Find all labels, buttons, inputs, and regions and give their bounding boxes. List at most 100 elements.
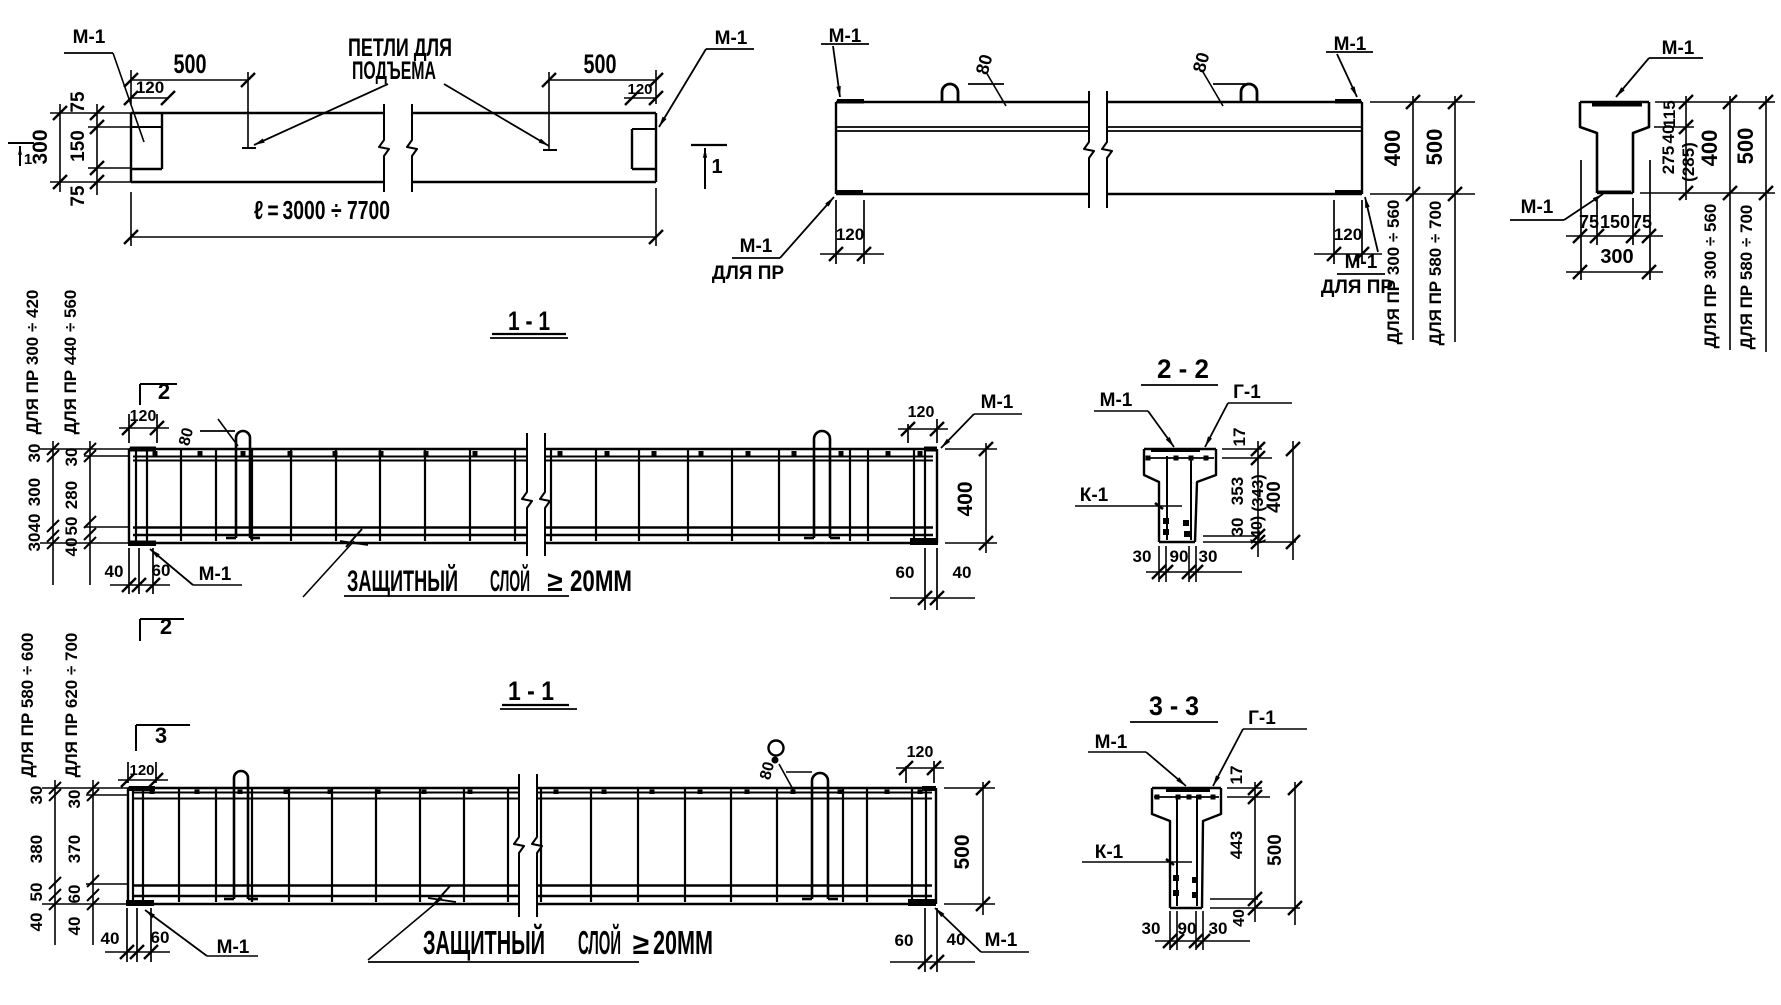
- svg-text:30: 30: [1199, 547, 1218, 566]
- svg-text:275: 275: [1659, 146, 1678, 174]
- svg-text:40: 40: [101, 929, 120, 948]
- svg-text:ЗАЩИТНЫЙ: ЗАЩИТНЫЙ: [423, 923, 545, 961]
- svg-text:120: 120: [129, 762, 154, 779]
- svg-text:СЛОЙ: СЛОЙ: [578, 923, 621, 961]
- svg-text:Г-1: Г-1: [1233, 382, 1261, 403]
- svg-text:К-1: К-1: [1095, 842, 1124, 863]
- svg-text:400: 400: [1264, 481, 1285, 513]
- svg-text:30: 30: [27, 786, 46, 805]
- svg-text:150: 150: [68, 130, 89, 162]
- svg-text:ЗАЩИТНЫЙ: ЗАЩИТНЫЙ: [347, 564, 458, 598]
- svg-text:ДЛЯ ПР 580 ÷ 700: ДЛЯ ПР 580 ÷ 700: [1426, 201, 1445, 346]
- svg-text:ДЛЯ ПР: ДЛЯ ПР: [712, 263, 784, 284]
- svg-text:75: 75: [68, 185, 89, 207]
- svg-text:(343): (343): [1250, 474, 1267, 511]
- svg-text:30: 30: [62, 448, 81, 467]
- svg-text:50: 50: [27, 883, 46, 902]
- svg-text:40: 40: [953, 563, 972, 582]
- svg-text:ℓ = 3000 ÷ 7700: ℓ = 3000 ÷ 7700: [254, 195, 390, 225]
- svg-text:Г-1: Г-1: [1248, 708, 1276, 729]
- svg-text:120: 120: [627, 81, 652, 98]
- svg-text:60: 60: [896, 563, 915, 582]
- svg-text:1: 1: [711, 156, 722, 178]
- svg-text:М-1: М-1: [715, 28, 748, 49]
- svg-text:20ММ: 20ММ: [653, 924, 713, 961]
- svg-text:ДЛЯ ПР 620 ÷ 700: ДЛЯ ПР 620 ÷ 700: [62, 633, 81, 778]
- svg-text:300: 300: [29, 129, 52, 164]
- svg-text:1 - 1: 1 - 1: [508, 676, 554, 706]
- svg-text:30: 30: [1133, 547, 1152, 566]
- svg-text:60: 60: [895, 931, 914, 950]
- svg-text:40: 40: [105, 562, 124, 581]
- svg-text:ДЛЯ ПР 580 ÷ 600: ДЛЯ ПР 580 ÷ 600: [18, 633, 37, 778]
- svg-text:ДЛЯ ПР 300 ÷ 560: ДЛЯ ПР 300 ÷ 560: [1701, 204, 1720, 349]
- svg-text:30: 30: [25, 533, 44, 552]
- svg-text:120: 120: [908, 404, 935, 421]
- svg-text:120: 120: [130, 408, 157, 425]
- svg-text:К-1: К-1: [1080, 485, 1109, 506]
- svg-text:М-1: М-1: [73, 27, 106, 48]
- svg-text:500: 500: [1733, 128, 1758, 165]
- svg-text:280: 280: [62, 481, 81, 509]
- svg-text:50: 50: [62, 517, 81, 536]
- svg-text:М-1: М-1: [1095, 732, 1128, 753]
- svg-text:М-1: М-1: [1662, 38, 1695, 59]
- svg-text:80: 80: [176, 426, 197, 448]
- svg-text:370: 370: [65, 835, 84, 863]
- svg-text:(285): (285): [1679, 142, 1698, 182]
- svg-text:60: 60: [151, 928, 170, 947]
- svg-text:400: 400: [954, 481, 977, 516]
- svg-text:30: 30: [65, 790, 84, 809]
- svg-text:М-1: М-1: [217, 937, 250, 958]
- svg-text:30: 30: [1209, 919, 1228, 938]
- svg-text:500: 500: [951, 834, 974, 869]
- svg-text:30: 30: [25, 444, 44, 463]
- svg-text:115: 115: [1660, 100, 1679, 127]
- svg-text:М-1: М-1: [1334, 34, 1367, 55]
- svg-text:3 - 3: 3 - 3: [1149, 691, 1199, 721]
- svg-text:ДЛЯ ПР 300 ÷ 420: ДЛЯ ПР 300 ÷ 420: [23, 290, 42, 435]
- svg-text:500: 500: [1265, 834, 1286, 866]
- svg-text:353: 353: [1228, 477, 1247, 505]
- svg-text:40: 40: [27, 913, 46, 932]
- svg-text:3: 3: [155, 723, 167, 748]
- svg-text:М-1: М-1: [1521, 197, 1554, 218]
- svg-text:500: 500: [1422, 129, 1447, 166]
- svg-text:М-1: М-1: [740, 236, 773, 257]
- svg-text:90: 90: [1170, 547, 1189, 566]
- svg-text:≥: ≥: [633, 928, 649, 961]
- svg-text:400: 400: [1697, 130, 1722, 167]
- svg-text:500: 500: [584, 49, 617, 79]
- svg-text:(40): (40): [1249, 516, 1266, 544]
- svg-text:400: 400: [1380, 130, 1405, 167]
- svg-text:60: 60: [152, 561, 171, 580]
- svg-text:300: 300: [1600, 246, 1633, 268]
- svg-text:СЛОЙ: СЛОЙ: [490, 564, 530, 598]
- svg-text:40: 40: [25, 514, 44, 533]
- svg-text:ПОДЪЕМА: ПОДЪЕМА: [352, 57, 436, 85]
- svg-text:40: 40: [1659, 125, 1678, 144]
- svg-text:≥: ≥: [547, 566, 562, 597]
- svg-text:М-1: М-1: [1100, 390, 1133, 411]
- svg-text:М-1: М-1: [1345, 252, 1378, 273]
- svg-text:300: 300: [25, 478, 44, 506]
- svg-text:17: 17: [1230, 428, 1249, 447]
- svg-text:ДЛЯ ПР: ДЛЯ ПР: [1321, 277, 1393, 298]
- svg-text:120: 120: [836, 225, 864, 244]
- svg-text:20ММ: 20ММ: [570, 565, 632, 598]
- svg-text:40: 40: [62, 538, 81, 557]
- svg-text:ДЛЯ ПР 580 ÷ 700: ДЛЯ ПР 580 ÷ 700: [1737, 205, 1756, 350]
- svg-text:90: 90: [1178, 919, 1197, 938]
- svg-text:120: 120: [1334, 225, 1362, 244]
- svg-text:М-1: М-1: [981, 392, 1014, 413]
- svg-text:80: 80: [757, 760, 778, 782]
- svg-text:120: 120: [907, 744, 934, 761]
- svg-text:ДЛЯ ПР 300 ÷ 560: ДЛЯ ПР 300 ÷ 560: [1384, 200, 1403, 345]
- svg-text:1 - 1: 1 - 1: [508, 306, 550, 336]
- svg-text:120: 120: [136, 78, 164, 97]
- svg-text:75: 75: [68, 91, 89, 113]
- svg-text:М-1: М-1: [985, 930, 1018, 951]
- svg-text:1: 1: [24, 151, 32, 168]
- svg-text:75: 75: [1632, 212, 1652, 232]
- svg-text:500: 500: [174, 49, 207, 79]
